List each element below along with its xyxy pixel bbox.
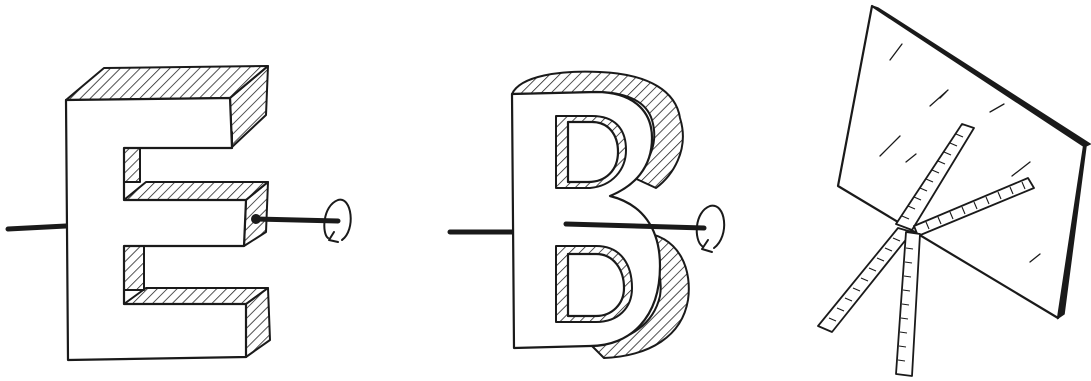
- letter-b-figure: [450, 72, 724, 358]
- b-lower-counter-face: [568, 254, 624, 316]
- letter-e-figure: [8, 66, 351, 360]
- ruler-left-ticks: [829, 238, 900, 321]
- e-rotation-arrowhead: [329, 232, 338, 242]
- e-middle-top-face: [124, 182, 268, 200]
- b-rotation-arrowhead: [702, 240, 712, 252]
- ruler-down: [896, 232, 920, 376]
- e-front-face: [66, 98, 246, 360]
- b-upper-counter-face: [568, 122, 618, 182]
- mirror-figure: [818, 6, 1090, 376]
- e-rotation-axis-left: [8, 226, 66, 229]
- e-bottom-top-face: [124, 288, 268, 304]
